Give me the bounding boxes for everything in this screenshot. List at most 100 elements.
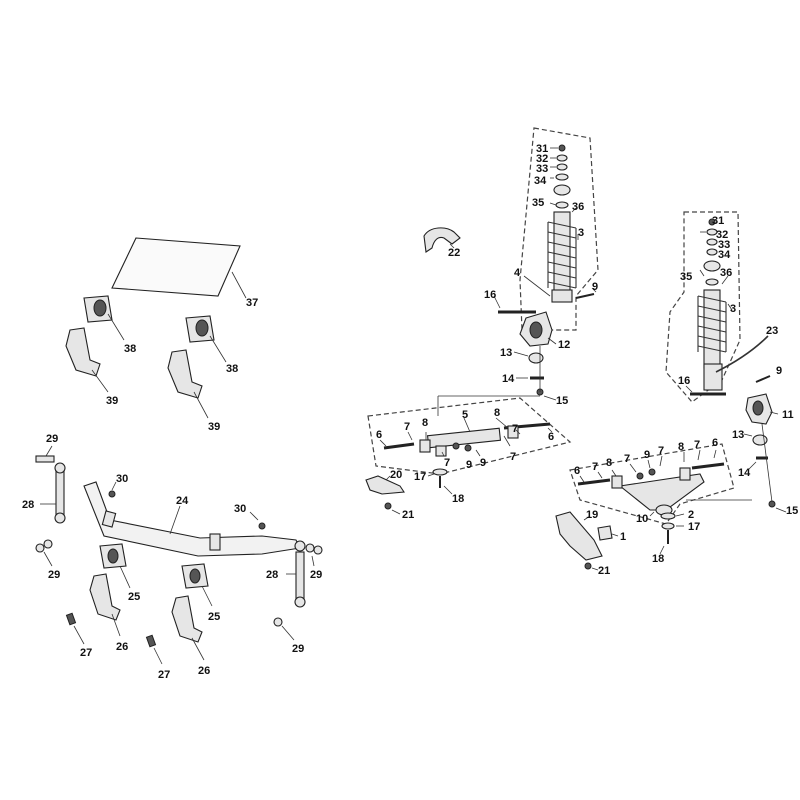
callout-29-top-left: 29: [46, 433, 58, 445]
callout-10: 10: [636, 513, 648, 525]
callout-8-left-b: 8: [494, 407, 500, 419]
callout-22: 22: [448, 247, 460, 259]
callout-6-left-b: 6: [548, 431, 554, 443]
callout-33-left: 33: [536, 163, 548, 175]
callout-32-right: 32: [716, 229, 728, 241]
part-2-nut-right: [660, 512, 685, 520]
callout-25-left: 25: [128, 591, 140, 603]
callout-28-left: 28: [22, 499, 34, 511]
callout-34-right: 34: [718, 249, 731, 261]
part-11-knuckle-right: [745, 393, 779, 425]
part-9-bolt-right-top: [755, 375, 771, 383]
part-21-bolt-left: [384, 502, 401, 515]
part-26-bracket-left: [89, 573, 121, 637]
callout-8-right-a: 8: [606, 457, 612, 469]
callout-38-right: 38: [226, 363, 238, 375]
callout-32-left: 32: [536, 153, 548, 165]
callout-29-right: 29: [310, 569, 322, 581]
callout-3-left: 3: [578, 227, 584, 239]
callout-30-left: 30: [116, 473, 128, 485]
callout-9-left-a: 9: [466, 459, 472, 471]
part-39-bracket-left: [65, 327, 109, 393]
callout-18-right: 18: [652, 553, 664, 565]
part-26-bracket-right: [171, 595, 205, 661]
part-1-bushing-right: [597, 525, 619, 541]
part-12-knuckle-left: [519, 311, 557, 347]
callout-8-left-a: 8: [422, 417, 428, 429]
callout-26-right: 26: [198, 665, 210, 677]
part-37-decal: [111, 237, 247, 299]
part-9-bolt-left-top: [575, 287, 597, 299]
callout-17-left: 17: [414, 471, 426, 483]
callout-34-left: 34: [534, 175, 547, 187]
callout-33-right: 33: [718, 239, 730, 251]
callout-16-right: 16: [678, 375, 690, 387]
shock-assembly-left: [519, 127, 599, 331]
callout-27-left: 27: [80, 647, 92, 659]
callout-7-left-b: 7: [512, 423, 518, 435]
callout-28-right: 28: [266, 569, 278, 581]
callout-31-left: 31: [536, 143, 548, 155]
part-22-hose: [423, 227, 461, 253]
callout-38-left: 38: [124, 343, 136, 355]
callout-8-right-b: 8: [678, 441, 684, 453]
part-29-bolt-bottom-right: [273, 617, 295, 641]
callout-7-right-c: 7: [658, 445, 664, 457]
callout-labels: 37 38 38 39 39 29 28 29 30 24 30 28 29 2…: [22, 143, 798, 681]
part-17-nut-left: [427, 468, 448, 477]
part-28-end-link-right: [286, 540, 306, 608]
callout-12: 12: [558, 339, 570, 351]
callout-13-right: 13: [732, 429, 744, 441]
callout-9-right: 9: [644, 449, 650, 461]
part-27-bolt-left: [65, 612, 85, 645]
part-25-bushing-left: [99, 543, 131, 589]
callout-36-right: 36: [720, 267, 732, 279]
callout-9-left-top: 9: [592, 281, 598, 293]
callout-11: 11: [782, 409, 794, 421]
callout-35-left: 35: [532, 197, 544, 209]
callout-7-left-d: 7: [510, 451, 516, 463]
callout-9-left-b: 9: [480, 457, 486, 469]
part-27-bolt-right: [145, 634, 163, 665]
part-24-stabilizer-bar: [83, 481, 301, 557]
upper-control-arm-left: [367, 395, 572, 475]
part-16-bolt-left: [493, 295, 536, 314]
callout-29-bottom-left: 29: [48, 569, 60, 581]
part-14-pin-right: [747, 456, 768, 471]
callout-6-right-a: 6: [574, 465, 580, 477]
callout-21-left: 21: [402, 509, 414, 521]
lower-control-arm-right: [569, 443, 752, 525]
callout-3-right: 3: [730, 303, 736, 315]
part-29-bolt-top-left: [35, 445, 55, 463]
part-30-nut-right: [249, 511, 266, 530]
callout-25-right: 25: [208, 611, 220, 623]
callout-14-left: 14: [502, 373, 515, 385]
callout-7-right-d: 7: [694, 439, 700, 451]
part-38-bushing-left: [83, 295, 125, 341]
callout-7-right-a: 7: [592, 461, 598, 473]
callout-15-right: 15: [786, 505, 798, 517]
part-38-bushing-right: [185, 315, 227, 363]
callout-35-right: 35: [680, 271, 692, 283]
callout-39-right: 39: [208, 421, 220, 433]
callout-21-right: 21: [598, 565, 610, 577]
part-19-bracket-right: [555, 511, 603, 561]
part-28-end-link-left: [40, 462, 66, 524]
part-16-bolt-right: [685, 385, 726, 396]
callout-27-right: 27: [158, 669, 170, 681]
part-13-ball-joint-left: [513, 351, 544, 364]
callout-24: 24: [176, 495, 189, 507]
part-15-pin-right: [768, 500, 787, 513]
part-20-bracket-left: [365, 475, 405, 495]
callout-23: 23: [766, 325, 778, 337]
callout-6-left-a: 6: [376, 429, 382, 441]
callout-13-left: 13: [500, 347, 512, 359]
part-29-bolt-right: [305, 543, 323, 567]
part-29-bolt-bottom-left: [35, 539, 53, 567]
part-17-nut-right: [661, 522, 684, 530]
callout-7-right-b: 7: [624, 453, 630, 465]
callout-7-left-c: 7: [444, 457, 450, 469]
part-39-bracket-right: [167, 349, 209, 419]
callout-17-right: 17: [688, 521, 700, 533]
callout-15-left: 15: [556, 395, 568, 407]
